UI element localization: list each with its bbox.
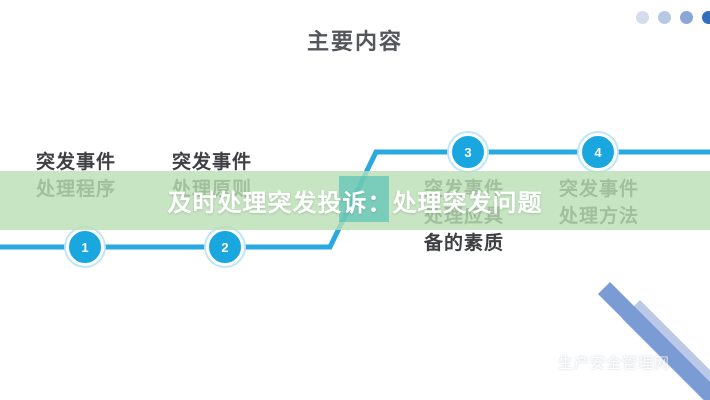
overlay-caption: 及时处理突发投诉：处理突发问题 (167, 190, 543, 217)
watermark: 生产安全管理网 (533, 352, 670, 373)
timeline-node-3[interactable]: 3 (449, 133, 487, 171)
timeline-node-1[interactable]: 1 (66, 228, 104, 266)
dot-2-icon (658, 11, 671, 24)
overlay-accent-block (339, 176, 389, 222)
timeline-node-2[interactable]: 2 (206, 228, 244, 266)
page-title: 主要内容 (306, 29, 403, 54)
dot-1-icon (636, 11, 649, 24)
dot-4-icon (702, 11, 710, 24)
watermark-text: 生产安全管理网 (558, 355, 671, 372)
timeline-node-4[interactable]: 4 (579, 133, 617, 171)
wechat-icon (533, 354, 552, 371)
decorative-dots (636, 11, 710, 24)
dot-3-icon (680, 11, 693, 24)
